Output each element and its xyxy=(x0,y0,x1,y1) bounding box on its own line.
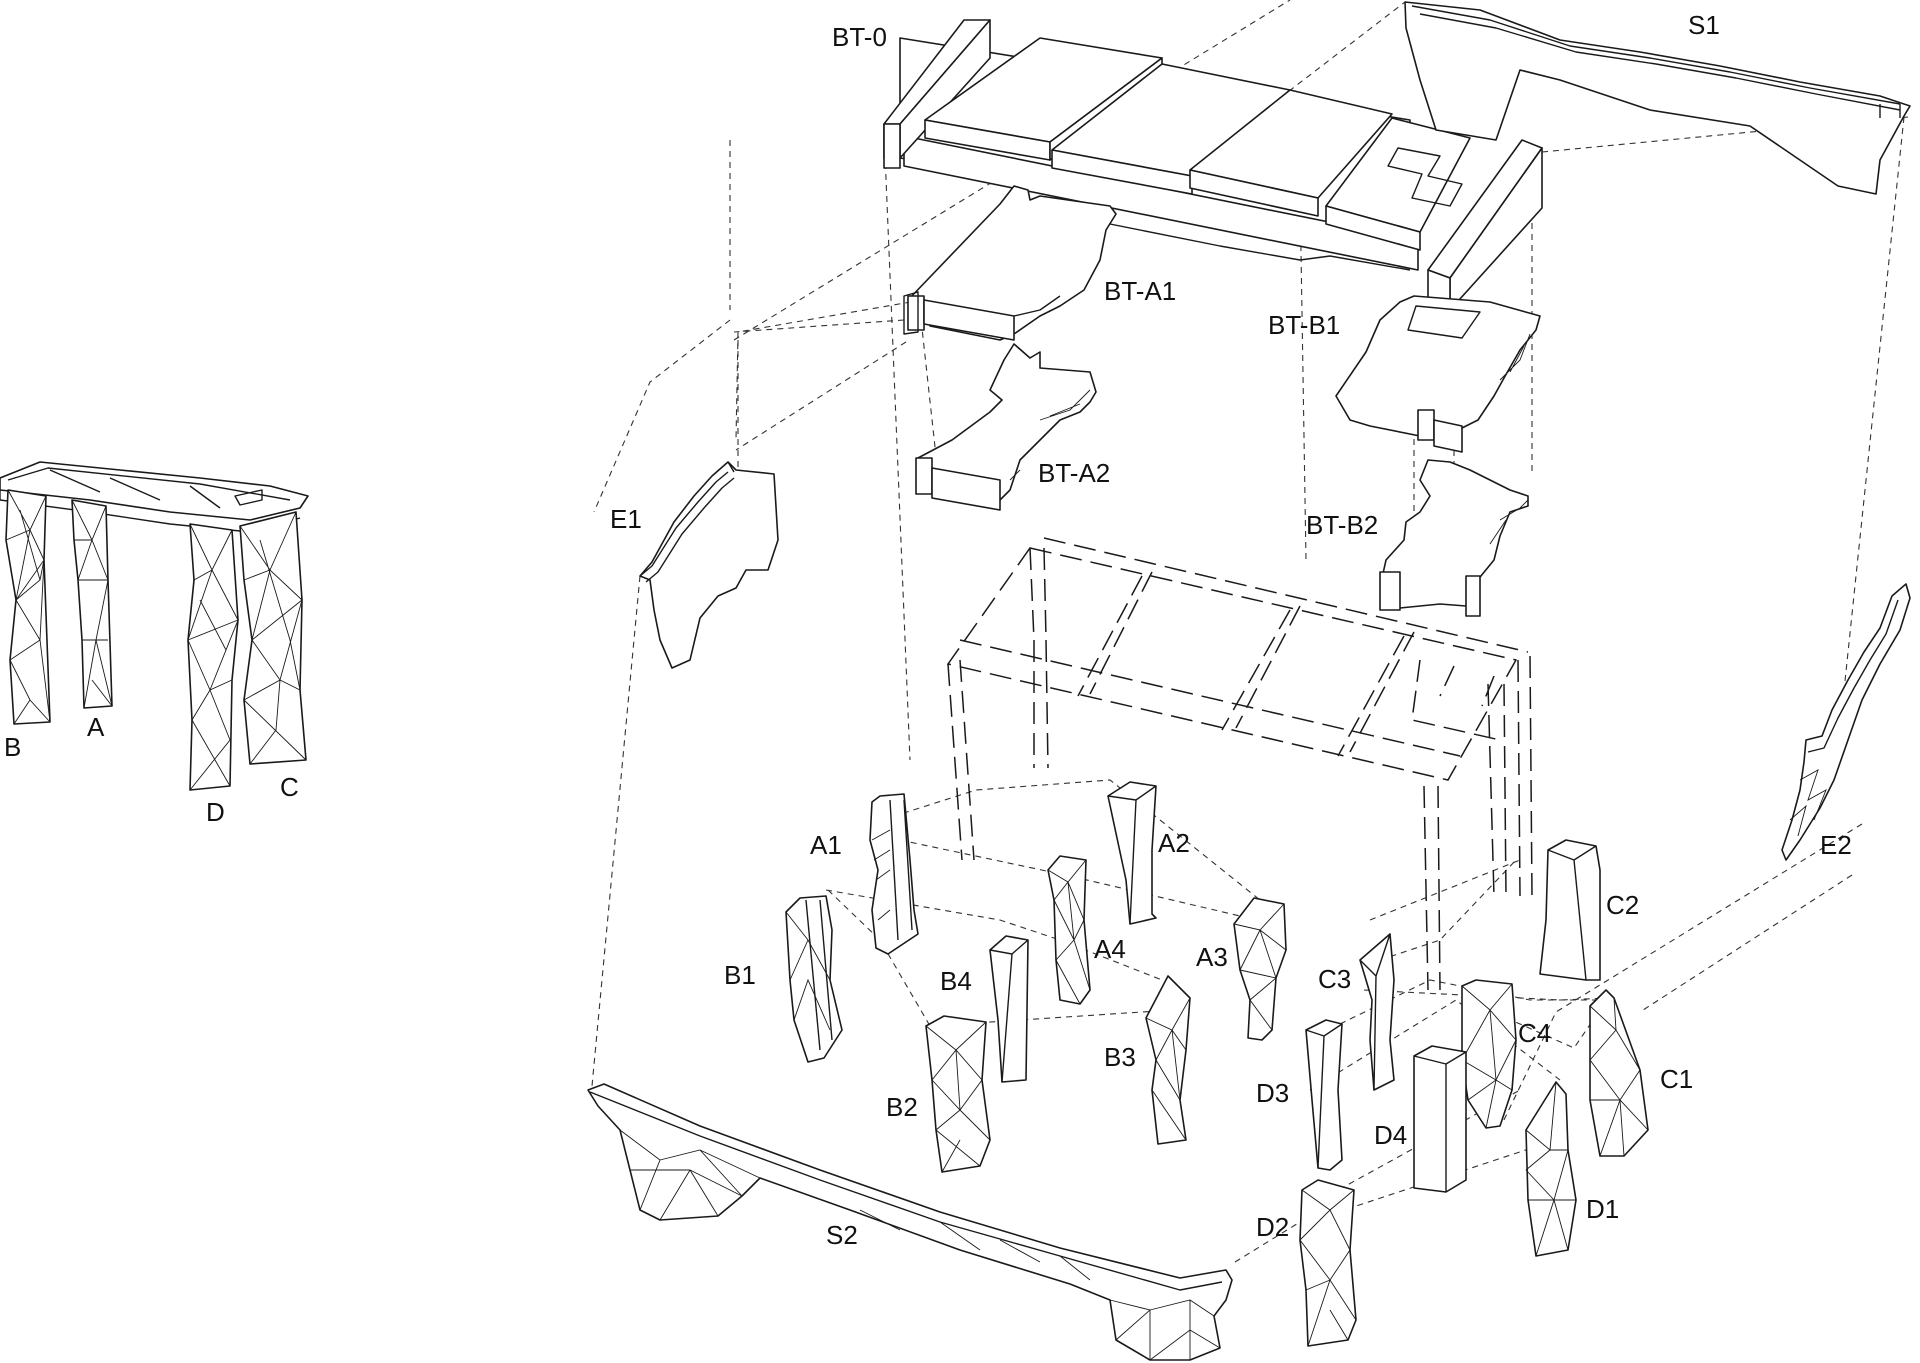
ghost-frame xyxy=(948,538,1532,990)
label-a4: A4 xyxy=(1094,934,1126,964)
leg-a4 xyxy=(1048,856,1090,1004)
overview-label-b: B xyxy=(4,732,21,762)
bracket-bt-a2 xyxy=(916,344,1096,510)
leg-c4 xyxy=(1462,980,1516,1128)
bracket-bt-a1 xyxy=(904,186,1116,340)
overview-label-d: D xyxy=(206,797,225,827)
overview-label-a: A xyxy=(87,712,105,742)
overview-leg-d xyxy=(188,524,238,790)
label-b2: B2 xyxy=(886,1092,918,1122)
overview-leg-b xyxy=(6,490,50,724)
leg-c3 xyxy=(1360,934,1394,1090)
leg-a2 xyxy=(1108,782,1156,924)
leg-b3 xyxy=(1146,976,1190,1144)
assembled-table-overview: B A D C xyxy=(0,462,308,827)
label-bt0: BT-0 xyxy=(832,22,887,52)
label-c3: C3 xyxy=(1318,964,1351,994)
labels: BT-0 S1 BT-A1 BT-B1 BT-A2 BT-B2 E1 E2 A1… xyxy=(610,10,1852,1250)
label-e1: E1 xyxy=(610,504,642,534)
label-d4: D4 xyxy=(1374,1120,1407,1150)
label-bt-a2: BT-A2 xyxy=(1038,458,1110,488)
leg-b1 xyxy=(786,896,842,1062)
end-piece-e2 xyxy=(1782,584,1910,860)
label-s2: S2 xyxy=(826,1220,858,1250)
label-d3: D3 xyxy=(1256,1078,1289,1108)
label-bt-a1: BT-A1 xyxy=(1104,276,1176,306)
side-rail-s1 xyxy=(1405,2,1910,194)
leg-b4 xyxy=(990,936,1028,1082)
label-b3: B3 xyxy=(1104,1042,1136,1072)
overview-leg-c xyxy=(240,512,306,764)
label-a2: A2 xyxy=(1158,828,1190,858)
leg-a1 xyxy=(870,794,918,954)
overview-tabletop xyxy=(0,462,308,520)
label-c4: C4 xyxy=(1518,1018,1551,1048)
label-bt-b1: BT-B1 xyxy=(1268,310,1340,340)
leg-d4 xyxy=(1414,1046,1466,1192)
leg-c1 xyxy=(1590,990,1648,1156)
label-bt-b2: BT-B2 xyxy=(1306,510,1378,540)
leg-b2 xyxy=(926,1016,990,1172)
label-c1: C1 xyxy=(1660,1064,1693,1094)
tabletop-bt0 xyxy=(884,20,1542,310)
bracket-bt-b2 xyxy=(1380,460,1528,616)
leg-d3 xyxy=(1306,1020,1342,1170)
label-b4: B4 xyxy=(940,966,972,996)
label-d2: D2 xyxy=(1256,1212,1289,1242)
label-s1: S1 xyxy=(1688,10,1720,40)
overview-label-c: C xyxy=(280,772,299,802)
leg-d2 xyxy=(1300,1180,1356,1346)
side-rail-s2 xyxy=(588,1084,1232,1360)
label-d1: D1 xyxy=(1586,1194,1619,1224)
overview-leg-a xyxy=(72,500,112,708)
label-c2: C2 xyxy=(1606,890,1639,920)
leg-a3 xyxy=(1234,898,1286,1040)
label-a3: A3 xyxy=(1196,942,1228,972)
leg-d1 xyxy=(1526,1082,1576,1256)
bracket-bt-b1 xyxy=(1336,296,1540,452)
label-a1: A1 xyxy=(810,830,842,860)
label-e2: E2 xyxy=(1820,830,1852,860)
bt0-left-end xyxy=(884,124,900,168)
label-b1: B1 xyxy=(724,960,756,990)
leg-c2 xyxy=(1540,840,1600,980)
end-piece-e1 xyxy=(640,462,778,668)
